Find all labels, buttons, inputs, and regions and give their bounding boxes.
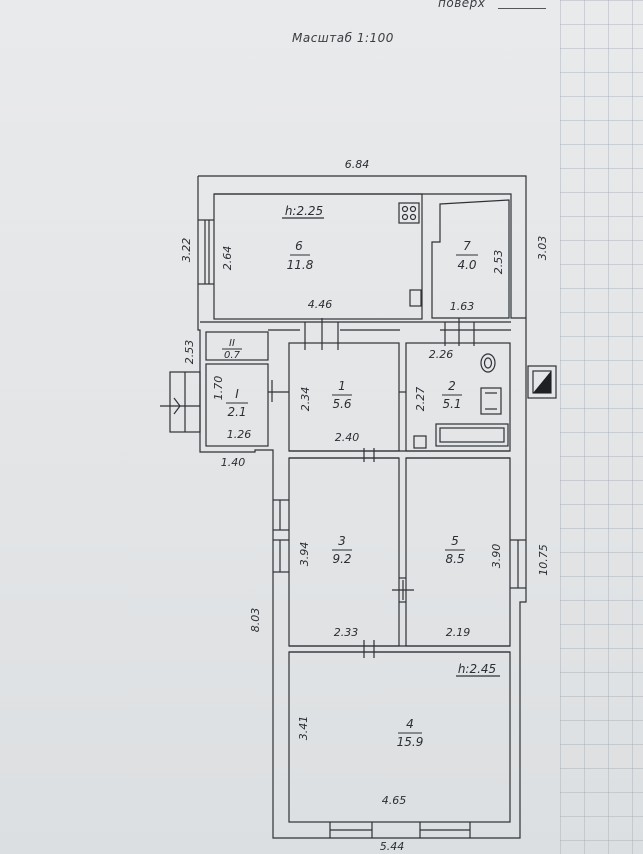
dim-left-total: 8.03 (249, 608, 262, 633)
room-7-number: 7 (463, 239, 471, 253)
dim-r7-height: 2.53 (492, 250, 505, 275)
room-I-outline (205, 363, 269, 447)
dim-r1-height: 2.34 (299, 387, 312, 412)
chimney-box (527, 365, 557, 399)
dim-top-total: 6.84 (345, 158, 370, 171)
graph-paper-grid (560, 0, 643, 854)
floor-label: поверх (438, 0, 486, 10)
outer-wall-outer (197, 175, 527, 839)
room-II-number: II (229, 338, 235, 349)
dim-r6-width: 4.46 (308, 298, 333, 311)
outer-wall-inner (214, 193, 526, 319)
chimney-fill (533, 371, 551, 393)
dim-rI-height: 1.70 (212, 376, 225, 401)
scale-label: Масштаб 1:100 (292, 31, 394, 45)
room-2-area: 5.1 (442, 397, 461, 411)
room-II-area: 0.7 (224, 350, 241, 361)
stove-icon (398, 202, 420, 224)
room-I-number: I (235, 387, 239, 401)
room-4-number: 4 (406, 717, 414, 731)
dim-r1-width: 2.40 (335, 431, 360, 444)
height-top: h:2.25 (285, 204, 323, 218)
room-6-area: 11.8 (287, 258, 314, 272)
dim-r6-height: 2.64 (221, 246, 234, 271)
room-5-number: 5 (451, 534, 459, 548)
room-1-number: 1 (338, 379, 346, 393)
room-3-area: 9.2 (332, 552, 351, 566)
room-I-area: 2.1 (227, 405, 246, 419)
room-4-area: 15.9 (397, 735, 424, 749)
dim-r4-width: 4.65 (382, 794, 407, 807)
dim-right-total: 10.75 (537, 544, 550, 576)
room-5-area: 8.5 (445, 552, 464, 566)
dim-r3-width: 2.33 (334, 626, 359, 639)
dim-left-mid: 2.53 (183, 340, 196, 365)
dim-r2-height: 2.27 (414, 387, 427, 412)
room-3-number: 3 (338, 534, 346, 548)
room-2-number: 2 (448, 379, 456, 393)
room-6-outline (213, 193, 423, 320)
dim-r3-height: 3.94 (298, 542, 311, 567)
room-II-outline (205, 331, 269, 361)
dim-rI-width: 1.26 (227, 428, 252, 441)
dim-porch-width: 1.40 (221, 456, 246, 469)
dim-left-top: 3.22 (180, 238, 193, 263)
dim-r2-width: 2.26 (429, 348, 454, 361)
dim-r5-width: 2.19 (446, 626, 471, 639)
toilet-icon (480, 353, 496, 373)
room-7-outline (431, 199, 510, 319)
room-7-area: 4.0 (457, 258, 476, 272)
dim-bottom-total: 5.44 (380, 840, 405, 853)
sink-icon (480, 387, 502, 415)
dim-r5-height: 3.90 (490, 544, 503, 569)
room-1-area: 5.6 (332, 397, 351, 411)
dim-r7-width: 1.63 (450, 300, 475, 313)
bathtub-icon (435, 423, 509, 447)
room-6-number: 6 (295, 239, 303, 253)
dim-right-top: 3.03 (536, 236, 549, 261)
dim-r4-height: 3.41 (297, 716, 310, 741)
height-bottom: h:2.45 (458, 662, 496, 676)
chimney-icon (409, 289, 422, 307)
floor-underline (498, 8, 546, 9)
room-4-outline (288, 651, 511, 823)
